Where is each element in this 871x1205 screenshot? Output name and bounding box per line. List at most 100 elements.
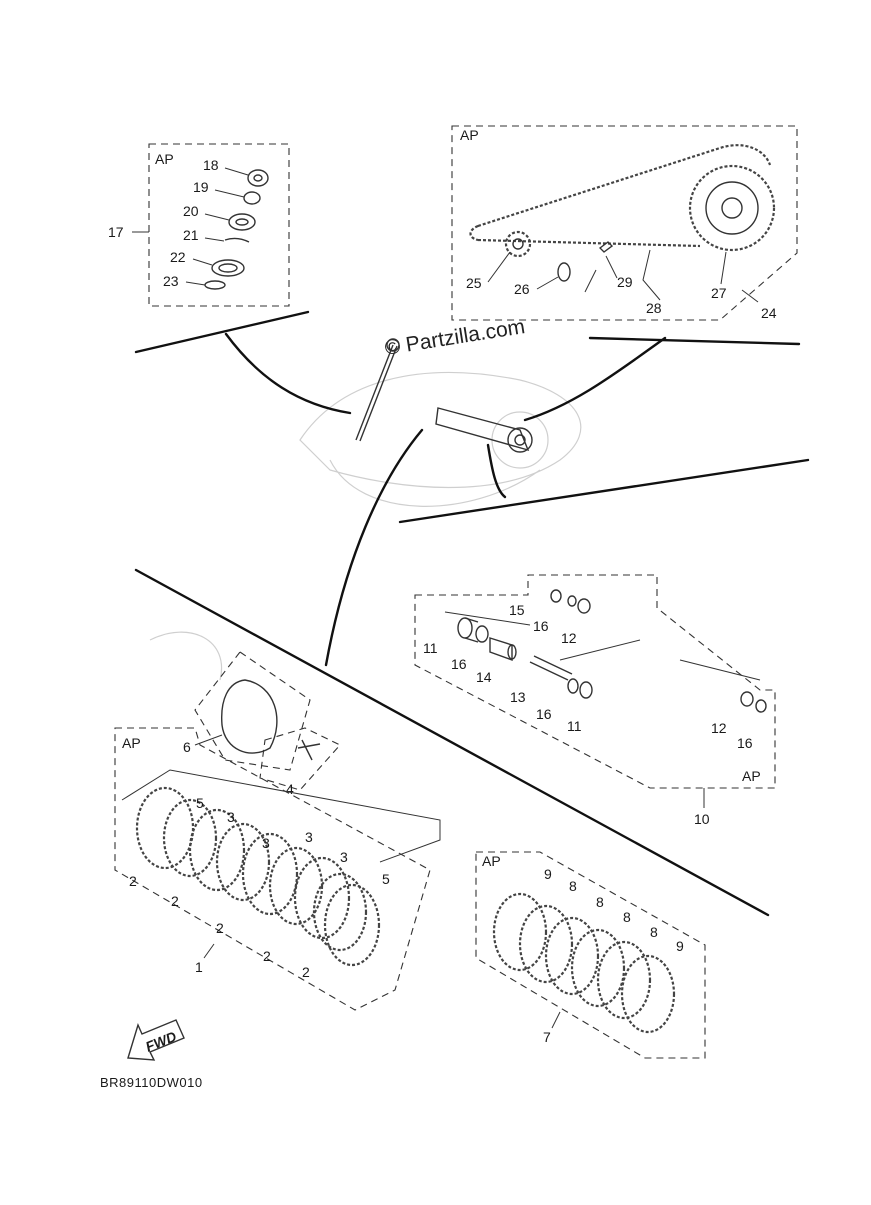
clutch-plate-group: AP 5 3 3 3 3 5 2 2 2 2 2 1 [114, 727, 441, 1011]
part-20-bearing[interactable] [228, 213, 256, 231]
part-11-collar-right[interactable] [579, 681, 593, 699]
callout-18: 18 [203, 157, 219, 173]
ap-label-1: AP [122, 735, 141, 751]
callout-14: 14 [476, 669, 492, 685]
callout-2-c: 2 [216, 920, 224, 936]
part-5-friction-plate-b[interactable] [323, 883, 381, 967]
callout-3-a: 3 [227, 809, 235, 825]
callout-6: 6 [183, 739, 191, 755]
group-24-boundary [451, 125, 798, 321]
part-23-washer[interactable] [204, 280, 226, 290]
callout-9-a: 9 [544, 866, 552, 882]
callout-1: 1 [195, 959, 203, 975]
part-11-collar-left[interactable] [457, 617, 479, 643]
part-12-bearing-bottom[interactable] [740, 691, 754, 707]
part-16-bush-d[interactable] [755, 699, 767, 713]
callout-19: 19 [193, 179, 209, 195]
callout-10: 10 [694, 811, 710, 827]
callout-16-d: 16 [737, 735, 753, 751]
part-16-bush-c[interactable] [567, 595, 577, 607]
swingarm [435, 407, 533, 453]
callout-27: 27 [711, 285, 727, 301]
part-3-friction-plate-c[interactable] [293, 856, 351, 940]
callout-13: 13 [510, 689, 526, 705]
part-26-lock-washer[interactable] [557, 262, 571, 282]
callout-22: 22 [170, 249, 186, 265]
part-25-drive-sprocket[interactable] [504, 230, 532, 258]
part-19-bush[interactable] [243, 191, 261, 205]
callout-23: 23 [163, 273, 179, 289]
callout-20: 20 [183, 203, 199, 219]
ap-label-10: AP [742, 768, 761, 784]
callout-5-b: 5 [382, 871, 390, 887]
callout-11-a: 11 [423, 640, 438, 656]
drive-chain-group: AP 25 26 27 28 29 24 [451, 125, 798, 321]
callout-5-a: 5 [196, 795, 204, 811]
part-5-friction-plate-a[interactable] [135, 786, 195, 870]
part-2-clutch-plate-d[interactable] [312, 872, 368, 952]
group-7-boundary [475, 851, 706, 1059]
crankcase-cover-gasket-group: 6 4 [183, 651, 341, 797]
watermark: © Partzilla.com [383, 315, 526, 360]
diagram-code: BR89110DW010 [100, 1075, 203, 1090]
part-8-friction-plate-c[interactable] [570, 928, 626, 1008]
part-21-clip[interactable] [224, 237, 250, 243]
callout-12-a: 12 [561, 630, 577, 646]
part-18-collar[interactable] [247, 169, 269, 187]
part-9-friction-plate-a[interactable] [492, 892, 548, 972]
callout-8-d: 8 [650, 924, 658, 940]
part-13-pivot-shaft[interactable] [529, 655, 573, 681]
ap-label-7: AP [482, 853, 501, 869]
part-16-bush-b[interactable] [567, 678, 579, 694]
callout-21: 21 [183, 227, 199, 243]
part-3-friction-plate-a[interactable] [188, 808, 246, 892]
rear-shock-absorber [355, 338, 400, 442]
callout-28: 28 [646, 300, 662, 316]
group-10-boundary [414, 574, 776, 789]
part-22-oil-seal[interactable] [211, 259, 245, 277]
callout-8-a: 8 [569, 878, 577, 894]
callout-25: 25 [466, 275, 482, 291]
friction-plate-group: AP 9 8 8 8 8 9 7 [475, 851, 706, 1059]
group-17-boundary [148, 143, 290, 307]
part-2-clutch-plate-c[interactable] [268, 846, 324, 926]
forward-direction-arrow: FWD [127, 1019, 185, 1061]
callout-15: 15 [509, 602, 525, 618]
part-14-collar[interactable] [489, 637, 517, 661]
part-12-bearing-top[interactable] [577, 598, 591, 614]
part-9-friction-plate-b[interactable] [620, 954, 676, 1034]
part-29-joint[interactable] [598, 241, 614, 253]
callout-24: 24 [761, 305, 777, 321]
callout-2-d: 2 [263, 948, 271, 964]
part-3-friction-plate-b[interactable] [241, 832, 299, 916]
part-2-clutch-plate-a[interactable] [162, 798, 218, 878]
part-16-bush-a[interactable] [475, 625, 489, 643]
callout-11-b: 11 [567, 718, 582, 734]
callout-2-e: 2 [302, 964, 310, 980]
callout-26: 26 [514, 281, 530, 297]
part-8-friction-plate-d[interactable] [596, 940, 652, 1020]
clutch-plates [135, 786, 381, 967]
group-1-boundary [114, 727, 431, 1011]
part-15-dust-cover[interactable] [550, 589, 562, 603]
callout-12-b: 12 [711, 720, 727, 736]
part-27-rear-sprocket[interactable] [688, 164, 776, 252]
callout-16-a: 16 [533, 618, 549, 634]
callout-7: 7 [543, 1029, 551, 1045]
part-2-clutch-plate-b[interactable] [215, 822, 271, 902]
friction-plates [492, 892, 676, 1034]
callout-3-c: 3 [305, 829, 313, 845]
callout-3-b: 3 [262, 835, 270, 851]
part-8-friction-plate-b[interactable] [544, 916, 600, 996]
callout-9-b: 9 [676, 938, 684, 954]
part-8-friction-plate-a[interactable] [518, 904, 574, 984]
swingarm-bushing-group: AP 15 16 12 11 16 14 13 16 11 12 16 10 [414, 574, 776, 827]
callout-16-c: 16 [536, 706, 552, 722]
callout-4: 4 [286, 781, 294, 797]
callout-2-b: 2 [171, 893, 179, 909]
part-4-bolt[interactable] [297, 739, 321, 761]
part-6-gasket[interactable] [221, 679, 278, 754]
part-28-drive-chain[interactable] [469, 144, 772, 248]
